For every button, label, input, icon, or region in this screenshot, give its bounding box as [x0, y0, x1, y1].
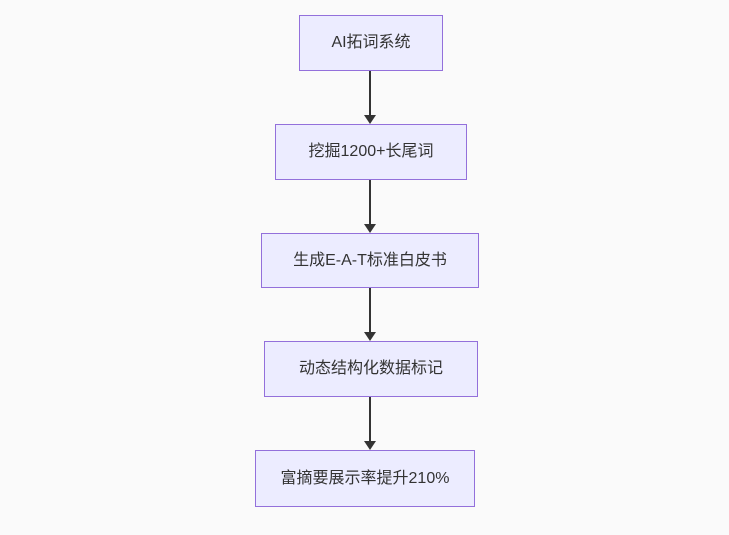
- arrow-head-icon: [364, 441, 376, 450]
- flow-node-longtail-keywords: 挖掘1200+长尾词: [275, 124, 467, 180]
- arrow-head-icon: [364, 332, 376, 341]
- arrow-shaft: [369, 288, 371, 333]
- arrow-head-icon: [364, 224, 376, 233]
- flow-arrow-1: [364, 71, 376, 124]
- flow-node-rich-snippet-rate: 富摘要展示率提升210%: [255, 450, 475, 507]
- flow-node-ai-word-expansion-system: AI拓词系统: [299, 15, 443, 71]
- arrow-shaft: [369, 71, 371, 116]
- arrow-shaft: [369, 180, 371, 225]
- flow-arrow-4: [364, 397, 376, 450]
- flow-node-eat-whitepaper: 生成E-A-T标准白皮书: [261, 233, 479, 288]
- flow-arrow-3: [364, 288, 376, 341]
- arrow-head-icon: [364, 115, 376, 124]
- arrow-shaft: [369, 397, 371, 442]
- flow-node-structured-data-markup: 动态结构化数据标记: [264, 341, 478, 397]
- flow-arrow-2: [364, 180, 376, 233]
